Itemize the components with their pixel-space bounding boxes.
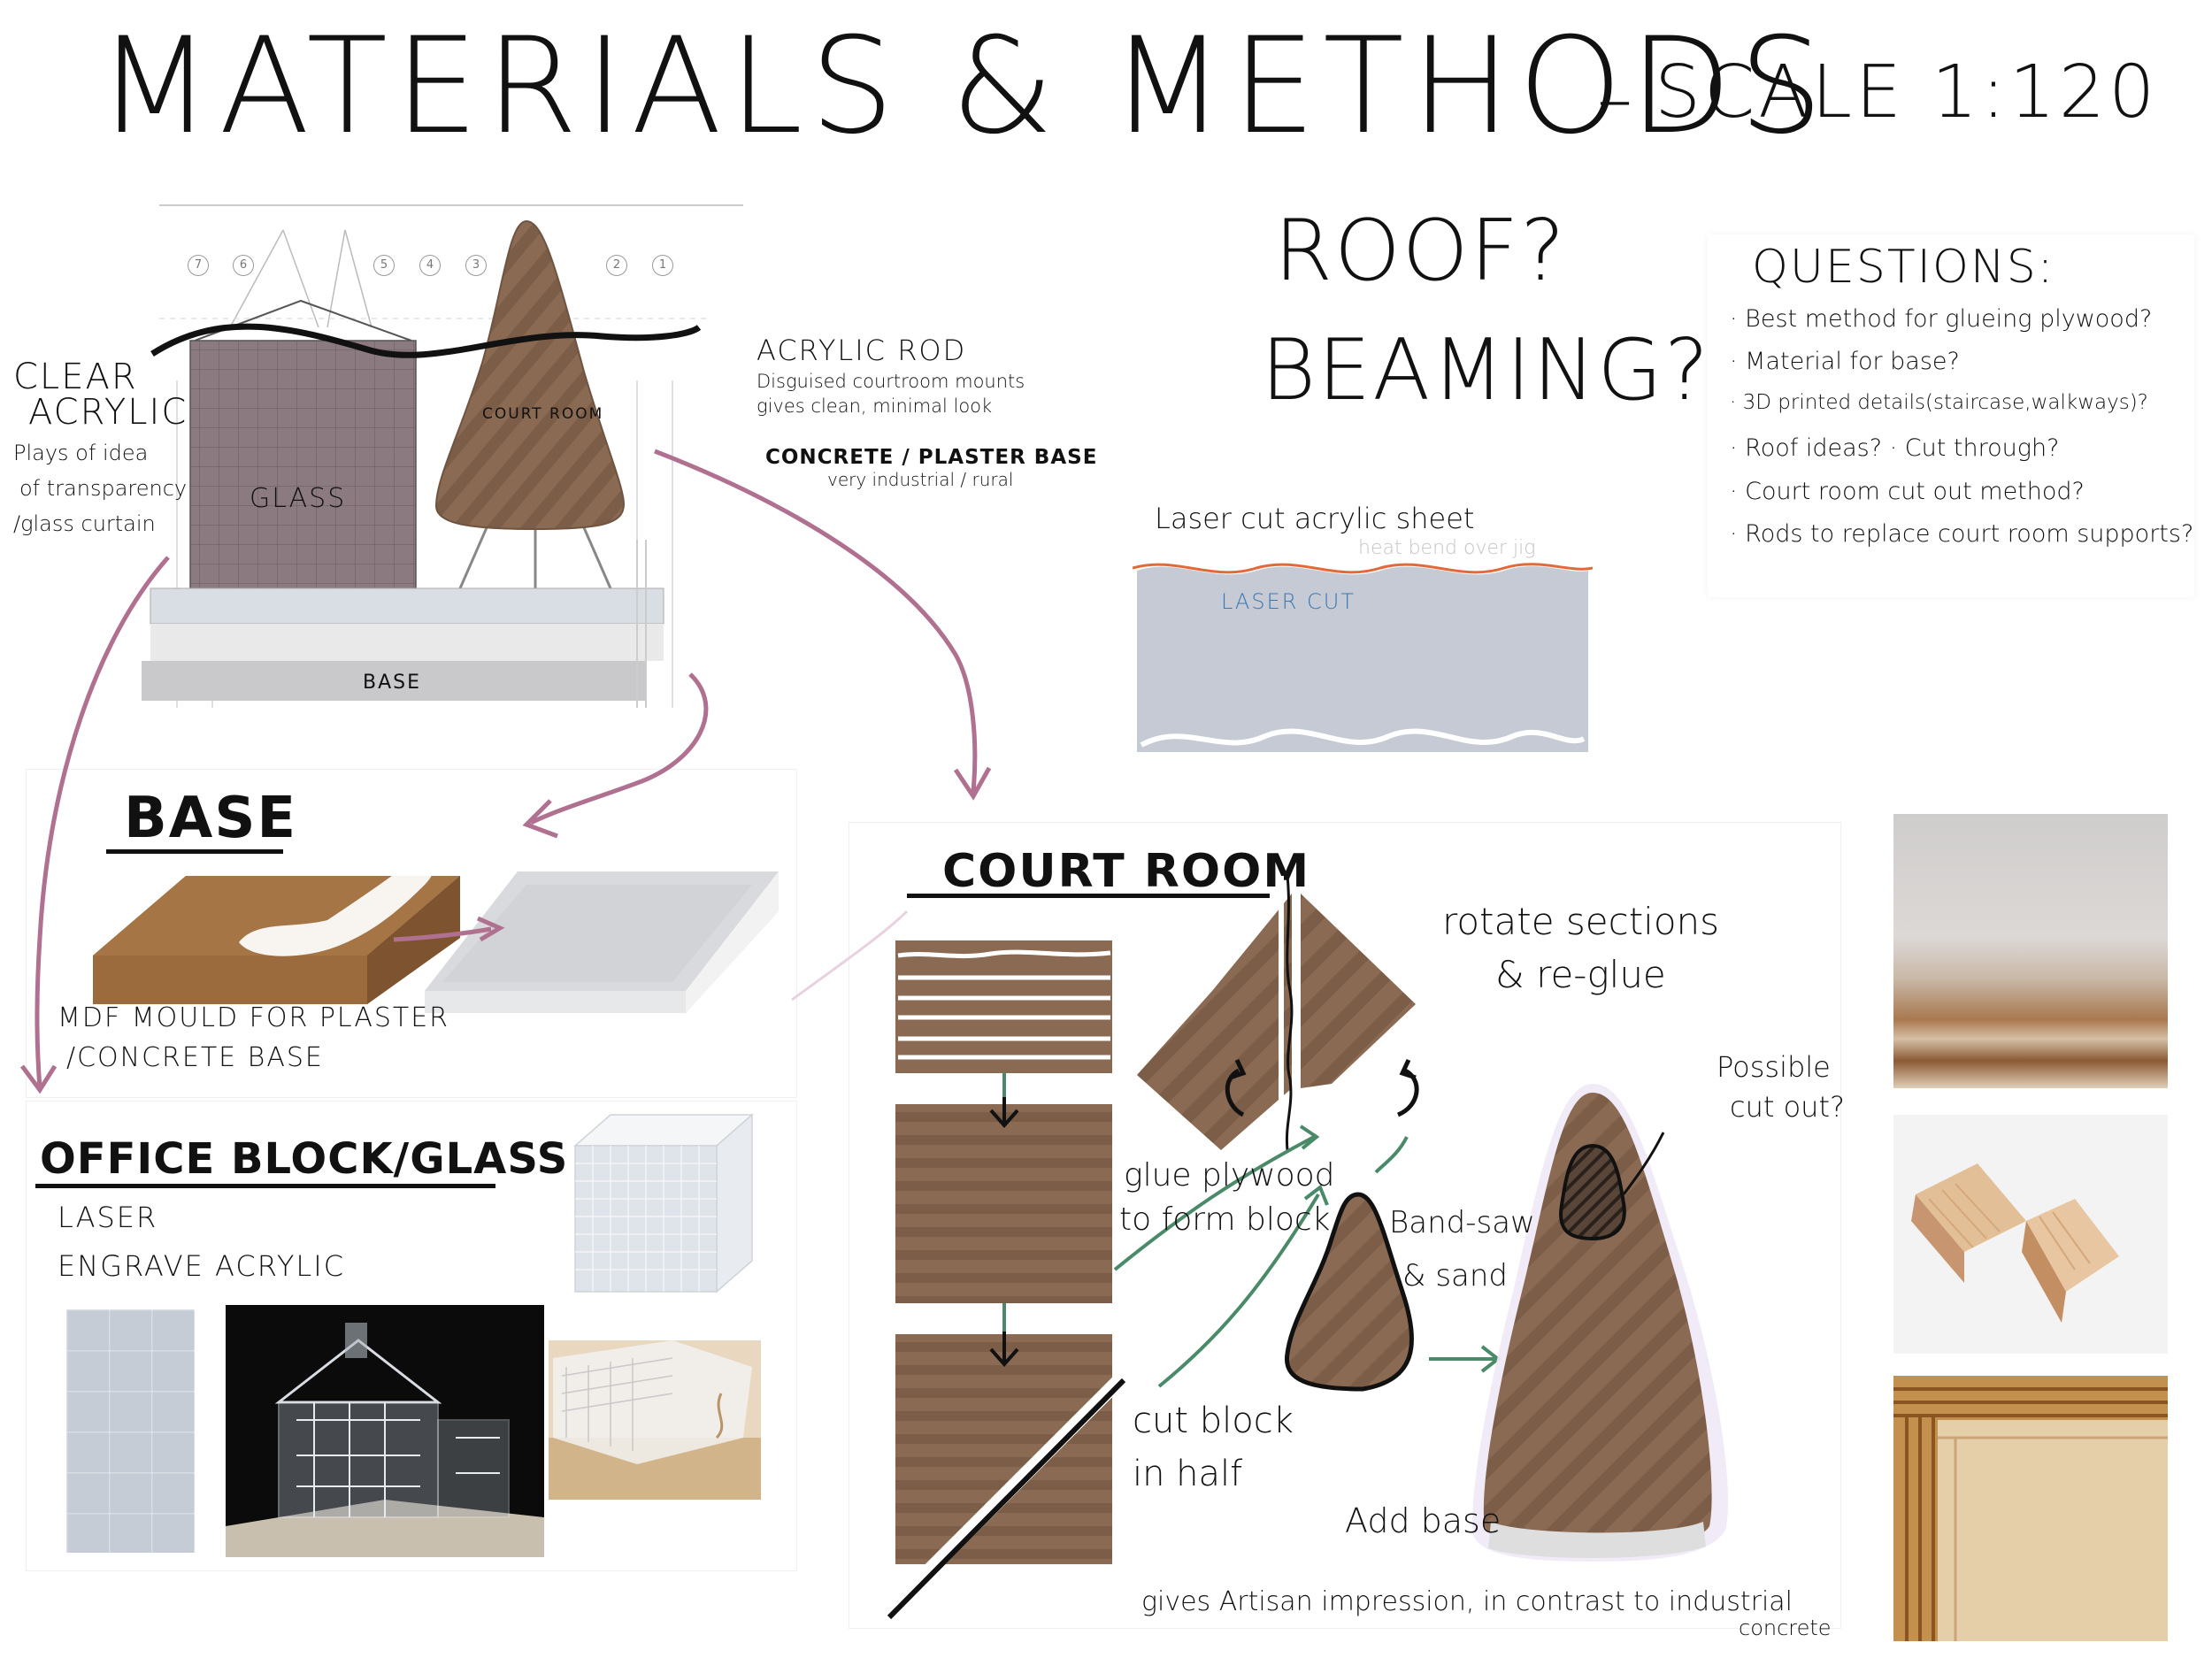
laser-cut-blue-label: LASER CUT: [1221, 589, 1356, 614]
glass-label: GLASS: [250, 483, 347, 514]
base-heading: BASE: [124, 786, 298, 851]
glue-label-2: to form block: [1119, 1201, 1331, 1238]
clear-acrylic-body-1: Plays of idea: [13, 441, 149, 465]
grid-mark: 7: [188, 255, 209, 276]
page-title: MATERIALS & METHODS: [97, 10, 1831, 164]
cut-block: [875, 1334, 1129, 1624]
plywood-block: [895, 1104, 1112, 1303]
add-base-label: Add base: [1345, 1501, 1502, 1540]
glue-label-1: glue plywood: [1124, 1157, 1335, 1194]
acrylic-rod-heading: ACRYLIC ROD: [757, 334, 967, 367]
base-caption-2: /CONCRETE BASE: [66, 1042, 324, 1073]
building-elevation: [142, 204, 743, 708]
plaster-base-image: [425, 871, 779, 1013]
cut-out-blob: [1559, 1143, 1626, 1241]
base-label-elevation: BASE: [363, 672, 422, 694]
acrylic-sheet-diagram: [1133, 563, 1593, 752]
possible-label-1: Possible: [1717, 1050, 1831, 1084]
question-item: · Best method for glueing plywood?: [1730, 305, 2153, 333]
roof-question: ROOF?: [1274, 203, 1567, 300]
clear-acrylic-heading-2: ACRYLIC: [28, 392, 188, 433]
grid-mark: 1: [652, 255, 673, 276]
grid-mark: 5: [373, 255, 395, 276]
plywood-tiles-photo: [1893, 1115, 2168, 1354]
bandsaw-label-1: Band-saw: [1389, 1205, 1535, 1240]
grid-mark: 2: [606, 255, 627, 276]
cut-label-1: cut block: [1133, 1401, 1294, 1441]
questions-panel: [1708, 234, 2194, 597]
court-room-heading-underline: [907, 894, 1270, 898]
question-item: · 3D printed details(staircase,walkways)…: [1730, 390, 2148, 414]
possible-label-2: cut out?: [1730, 1090, 1845, 1124]
questions-list: · Best method for glueing plywood? · Mate…: [1730, 305, 2194, 564]
question-item: · Roof ideas? · Cut through?: [1730, 434, 2060, 463]
office-line-1: LASER: [58, 1201, 158, 1234]
questions-heading: QUESTIONS:: [1752, 241, 2055, 294]
office-heading-underline: [35, 1184, 495, 1188]
question-item: · Material for base?: [1730, 348, 1960, 376]
concrete-base-body: very industrial / rural: [827, 469, 1014, 490]
office-line-2: ENGRAVE ACRYLIC: [58, 1249, 346, 1283]
title-dash: –: [1597, 58, 1632, 140]
question-item: · Rods to replace court room supports?: [1730, 520, 2194, 549]
plywood-layers-photo: [1893, 814, 2168, 1088]
acrylic-rod-body-2: gives clean, minimal look: [757, 395, 993, 417]
cut-label-2: in half: [1133, 1454, 1243, 1494]
base-caption-1: MDF MOULD FOR PLASTER: [58, 1002, 450, 1033]
mdf-mould-image: [93, 856, 460, 1004]
concrete-base-heading: CONCRETE / PLASTER BASE: [765, 446, 1098, 469]
beaming-question: BEAMING?: [1261, 322, 1711, 419]
mould-to-base-arrow: [393, 916, 505, 942]
acrylic-rod-body-1: Disguised courtroom mounts: [757, 371, 1025, 392]
concrete-word: concrete: [1739, 1616, 1832, 1640]
clear-acrylic-body-2: of transparency: [19, 476, 188, 501]
scale-label: SCALE 1:120: [1655, 50, 2159, 134]
base-heading-underline: [106, 849, 283, 854]
acrylic-panel-swatch: [66, 1309, 195, 1553]
laser-cut-label: Laser cut acrylic sheet: [1155, 502, 1475, 535]
clear-acrylic-heading-1: CLEAR: [13, 357, 138, 397]
rotated-sections: [1137, 875, 1416, 1151]
court-room-label-elevation: COURT ROOM: [482, 405, 604, 423]
rotate-label-1: rotate sections: [1442, 900, 1720, 943]
final-court-cone: [1483, 1093, 1712, 1548]
grid-mark: 6: [233, 255, 254, 276]
clear-acrylic-body-3: /glass curtain: [13, 511, 156, 536]
acrylic-cube-sketch: [573, 1113, 754, 1293]
sanded-cone: [1284, 1192, 1414, 1392]
question-item: · Court room cut out method?: [1730, 477, 2085, 505]
artisan-label: gives Artisan impression, in contrast to…: [1141, 1586, 1793, 1617]
grid-mark: 3: [465, 255, 487, 276]
bandsaw-label-2: & sand: [1402, 1258, 1508, 1293]
court-room-process-diagram: [875, 875, 1728, 1624]
heat-bend-label: heat bend over jig: [1358, 537, 1536, 559]
court-room-heading: COURT ROOM: [942, 845, 1311, 898]
acrylic-building-model-photo: [549, 1340, 761, 1500]
plywood-sheets: [895, 940, 1112, 1073]
plywood-corner-photo: [1893, 1376, 2168, 1641]
grid-mark: 4: [419, 255, 441, 276]
rotate-label-2: & re-glue: [1495, 953, 1666, 996]
office-heading: OFFICE BLOCK/GLASS: [40, 1134, 569, 1184]
acrylic-house-model-photo: [226, 1305, 544, 1557]
